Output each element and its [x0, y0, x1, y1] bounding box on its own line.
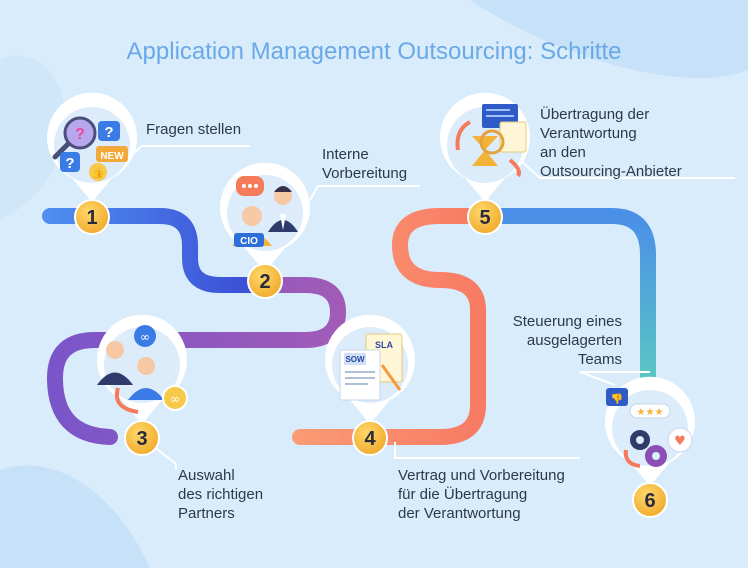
- step-4-label-line: der Verantwortung: [398, 505, 521, 522]
- leader-line-4: [394, 442, 580, 459]
- page-title: Application Management Outsourcing: Schr…: [126, 38, 622, 65]
- step-2-label-line: Interne: [322, 146, 369, 163]
- path-segment-2-3: [46, 277, 347, 445]
- step-3-label-line: Partners: [178, 505, 235, 522]
- svg-text:∞: ∞: [140, 330, 150, 344]
- bg-blob-bottom-left: [0, 465, 150, 568]
- svg-text:♥: ♥: [674, 434, 686, 449]
- step-5-label-line: Outsourcing-Anbieter: [540, 163, 682, 180]
- step-4-number: 4: [364, 428, 376, 450]
- leader-line-1: [125, 145, 250, 161]
- bg-blob-left: [0, 55, 66, 220]
- cio-badge-text: CIO: [240, 236, 258, 247]
- step-2-label: Interne Vorbereitung: [322, 145, 407, 183]
- step-5-number: 5: [479, 207, 490, 229]
- svg-text:★★★: ★★★: [637, 407, 664, 418]
- leader-line-2: [294, 185, 420, 227]
- step-5-label: Übertragung der Verantwortung an den Out…: [540, 105, 682, 181]
- step-3-label-line: Auswahl: [178, 467, 235, 484]
- svg-text:👎: 👎: [611, 393, 623, 405]
- svg-text:?: ?: [75, 126, 85, 143]
- step-5-label-line: Übertragung der: [540, 106, 650, 123]
- step-6-label: Steuerung eines ausgelagerten Teams: [472, 312, 622, 369]
- pin-5-handover: [440, 92, 530, 202]
- step-6-label-line: Teams: [577, 351, 622, 368]
- step-5-label-line: an den: [540, 144, 586, 161]
- step-4-label-line: Vertrag und Vorbereitung: [398, 467, 565, 484]
- path-segment-1-2: [42, 208, 273, 293]
- step-5-badge: [467, 199, 503, 235]
- step-1-badge: [74, 199, 110, 235]
- step-6-badge: [632, 482, 668, 518]
- step-4-label-line: für die Übertragung: [398, 486, 528, 503]
- pin-6-team-management: 👎 ★★★ ♥: [605, 376, 695, 486]
- new-badge-text: NEW: [100, 151, 124, 162]
- step-2-label-line: Vorbereitung: [322, 165, 408, 182]
- pin-1-questions: ? ? ? NEW 👍: [47, 92, 137, 202]
- pin-3-partner-selection: ∞ ∞: [97, 314, 188, 424]
- step-1-label-line: Fragen stellen: [146, 121, 242, 138]
- path-segment-4-5: [292, 208, 493, 445]
- pin-4-contract: SLA SOW: [325, 314, 416, 424]
- step-2-number: 2: [259, 271, 270, 293]
- step-6-label-line: ausgelagerten: [526, 332, 622, 349]
- step-5-label-line: Verantwortung: [540, 125, 637, 142]
- leader-line-6: [579, 371, 650, 386]
- step-2-badge: [247, 263, 283, 299]
- leader-line-3: [147, 441, 177, 470]
- step-6-number: 6: [644, 490, 655, 512]
- step-1-label: Fragen stellen: [146, 120, 241, 139]
- path-segment-5-6: [477, 208, 656, 418]
- svg-text:∞: ∞: [170, 392, 180, 406]
- step-3-label-line: des richtigen: [178, 486, 264, 503]
- step-1-number: 1: [86, 207, 97, 229]
- step-6-label-line: Steuerung eines: [512, 313, 622, 330]
- sow-badge-text: SOW: [345, 355, 365, 364]
- svg-text:👍: 👍: [92, 166, 104, 179]
- svg-text:?: ?: [65, 155, 74, 172]
- step-3-number: 3: [136, 428, 147, 450]
- step-number-badges: 1 2 3 4 5 6: [74, 199, 668, 518]
- step-3-badge: [124, 420, 160, 456]
- sla-badge-text: SLA: [375, 340, 394, 350]
- pin-2-internal-prep: CIO: [220, 162, 310, 272]
- step-3-label: Auswahl des richtigen Partners: [178, 466, 263, 523]
- step-4-badge: [352, 420, 388, 456]
- svg-text:?: ?: [104, 124, 113, 141]
- leader-line-5: [519, 159, 735, 179]
- step-4-label: Vertrag und Vorbereitung für die Übertra…: [398, 466, 565, 523]
- bg-blob-top-right: [470, 0, 748, 79]
